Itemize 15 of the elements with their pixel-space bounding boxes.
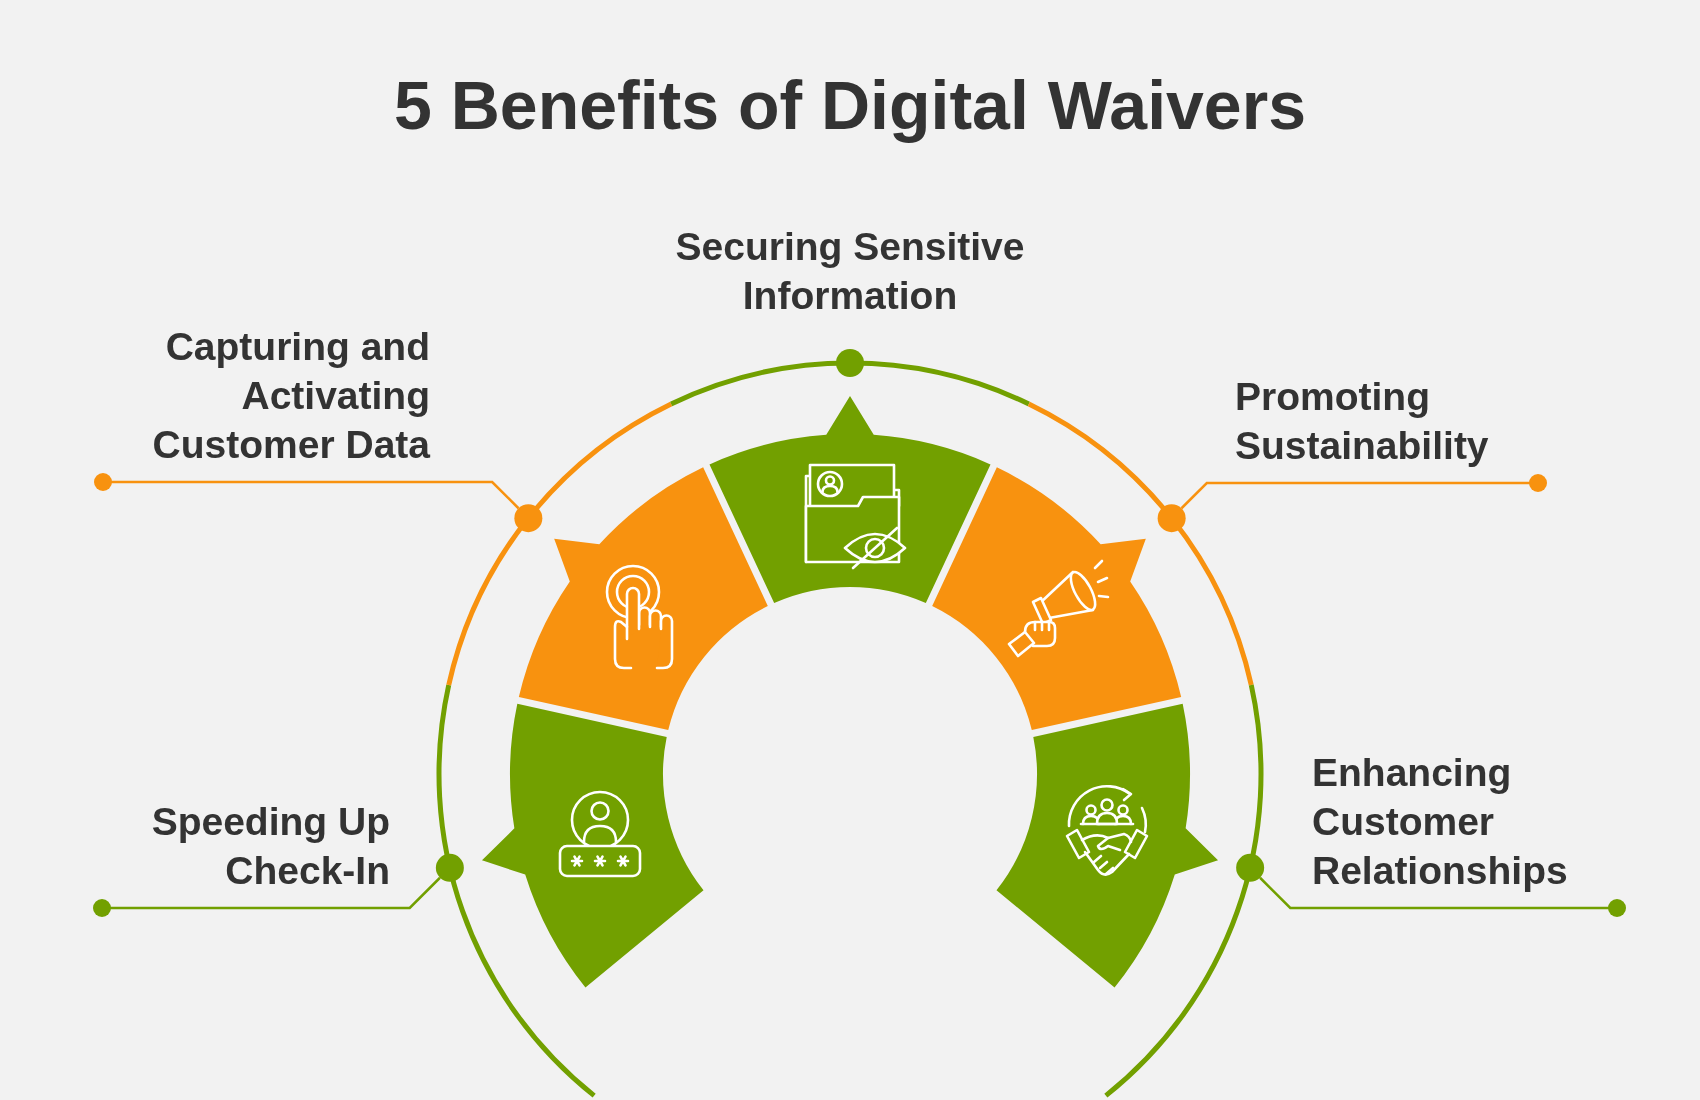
leader-line: [93, 876, 441, 917]
callout-label: Promoting Sustainability: [1235, 372, 1490, 470]
callout-label: Securing Sensitive Information: [675, 222, 1025, 320]
leader-line: [1180, 474, 1547, 510]
connector-dot: [514, 504, 543, 533]
connector-dot: [1157, 504, 1186, 533]
callout-label: Enhancing Customer Relationships: [1312, 748, 1569, 895]
connector-dot: [435, 853, 464, 882]
callout-label: Speeding Up Check-In: [150, 797, 390, 895]
leader-line: [94, 473, 520, 510]
callout-label: Capturing and Activating Customer Data: [151, 322, 430, 469]
title: 5 Benefits of Digital Waivers: [394, 66, 1306, 145]
connector-dot: [1236, 853, 1265, 882]
connector-dot: [836, 349, 864, 377]
leader-line: [1259, 876, 1626, 917]
